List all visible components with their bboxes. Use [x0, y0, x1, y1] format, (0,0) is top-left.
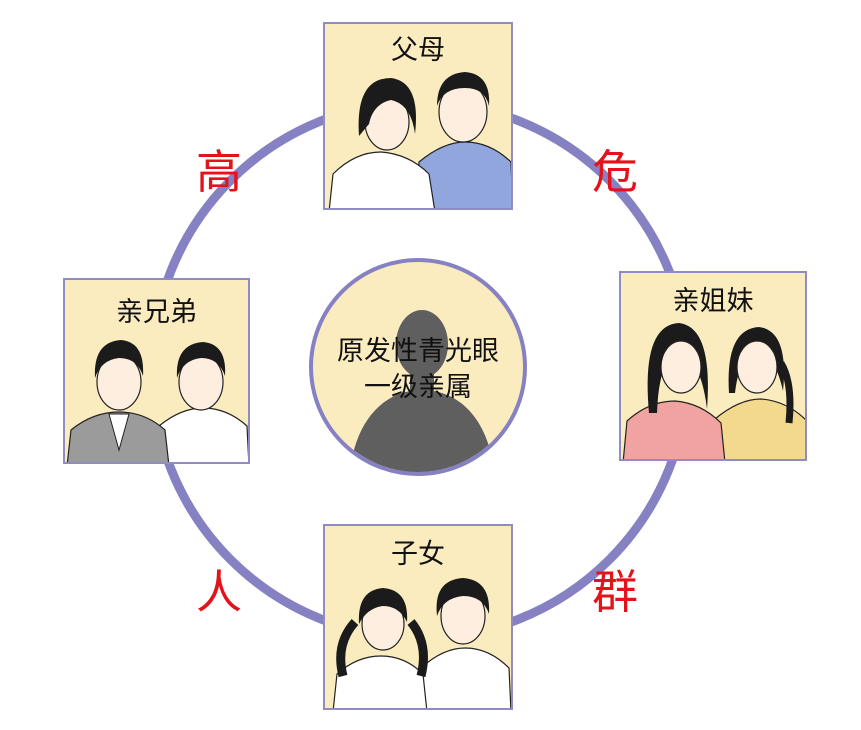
center-label-line2: 一级亲属 [364, 372, 472, 403]
card-brothers: 亲兄弟 [63, 278, 250, 464]
card-children-label: 子女 [391, 539, 445, 570]
card-children: 子女 [323, 524, 513, 710]
parents-illustration [328, 72, 511, 208]
person-silhouette-icon [349, 310, 495, 472]
card-parents-label: 父母 [391, 35, 445, 66]
card-sisters: 亲姐妹 [619, 271, 807, 461]
brothers-illustration [66, 340, 248, 462]
center-label-line1: 原发性青光眼 [337, 336, 499, 367]
card-parents: 父母 [323, 22, 513, 210]
ring-char-wei: 危 [592, 145, 638, 199]
center-label: 原发性青光眼 一级亲属 [313, 334, 523, 406]
ring-char-ren: 人 [196, 565, 242, 619]
ring-char-gao: 高 [196, 145, 242, 199]
center-person-circle: 原发性青光眼 一级亲属 [309, 258, 527, 476]
ring-char-qun: 群 [592, 565, 638, 619]
card-brothers-label: 亲兄弟 [116, 297, 197, 328]
card-sisters-label: 亲姐妹 [672, 286, 754, 317]
children-illustration [332, 578, 511, 708]
sisters-illustration [622, 323, 805, 459]
